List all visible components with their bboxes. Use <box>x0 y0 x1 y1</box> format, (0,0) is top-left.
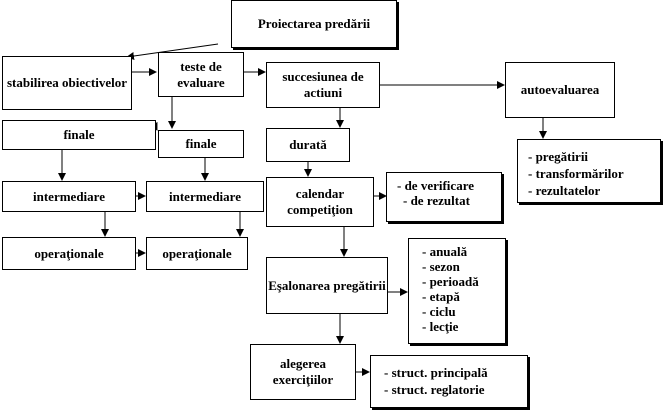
node-intermediare-mid: intermediare <box>146 181 264 212</box>
node-esalonarea-pregatirii: Eşalonarea pregătirii <box>266 257 388 314</box>
node-finale-mid: finale <box>158 130 244 158</box>
node-operationale-left: operaţionale <box>2 237 136 270</box>
node-alegerea-exercitiilor: alegerea exerciţiilor <box>250 344 356 400</box>
list-item: - etapă <box>422 289 460 304</box>
arrow-root-to-stabilirea <box>126 43 219 60</box>
node-autoevaluarea: autoevaluarea <box>505 62 615 118</box>
list-item: - perioadă <box>422 274 479 289</box>
node-succesiunea-de-actiuni: succesiunea de actiuni <box>266 62 380 108</box>
list-item: - struct. reglatorie <box>384 382 485 397</box>
node-finale-left: finale <box>2 120 156 150</box>
node-proiectarea-predarii: Proiectarea predării <box>231 0 397 48</box>
arrow-finale-to-finale <box>150 121 158 131</box>
list-item: - lecţie <box>422 319 459 334</box>
list-item: - transformărilor <box>528 166 624 181</box>
list-item: - anuală <box>422 244 468 259</box>
list-autoevaluare: - pregătirii - transformărilor - rezulta… <box>517 139 661 203</box>
list-item: - rezultatelor <box>528 183 601 198</box>
list-structuri: - struct. principală - struct. reglatori… <box>370 355 528 408</box>
list-item: - pregătirii <box>528 149 589 164</box>
list-item: - de rezultat <box>403 193 470 208</box>
node-durata: durată <box>266 128 350 162</box>
list-item: - ciclu <box>422 304 456 319</box>
node-teste-de-evaluare: teste de evaluare <box>158 52 244 97</box>
node-intermediare-left: intermediare <box>2 181 136 212</box>
list-esalonare: - anuală - sezon - perioadă - etapă - ci… <box>408 238 506 344</box>
list-item: - struct. principală <box>384 365 488 380</box>
list-verificare-rezultat: - de verificare - de rezultat <box>386 172 502 222</box>
node-operationale-mid: operaţionale <box>146 237 248 270</box>
list-item: - sezon <box>422 259 460 274</box>
list-item: - de verificare <box>397 178 474 193</box>
node-calendar-competitional: calendar competiţion <box>266 177 374 227</box>
node-stabilirea-obiectivelor: stabilirea obiectivelor <box>2 56 132 110</box>
